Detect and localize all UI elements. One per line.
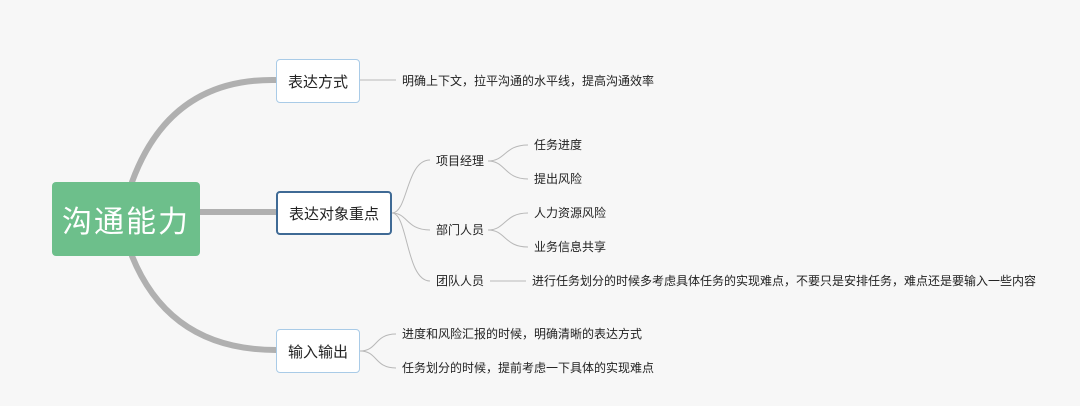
branch-label: 表达方式 bbox=[287, 72, 348, 91]
branch-label: 表达对象重点 bbox=[288, 204, 379, 223]
central-topic-label: 沟通能力 bbox=[62, 205, 190, 240]
connector-g2-item1 bbox=[487, 212, 529, 231]
subtopic-note[interactable]: 明确上下文，拉平沟通的水平线，提高沟通效率 bbox=[402, 74, 655, 88]
subtopic-project-manager[interactable]: 项目经理 bbox=[436, 154, 485, 168]
branch-topic-expression-method[interactable]: 表达方式 bbox=[276, 59, 360, 103]
main-connector-top bbox=[129, 76, 279, 185]
subtopic-team-members[interactable]: 团队人员 bbox=[436, 274, 485, 288]
connector-g1-item1 bbox=[487, 144, 529, 162]
leaf-item[interactable]: 进度和风险汇报的时候，明确清晰的表达方式 bbox=[402, 327, 643, 341]
leaf-item[interactable]: 业务信息共享 bbox=[534, 240, 607, 254]
connector-b3-item1 bbox=[359, 333, 397, 352]
connector-b2-group3 bbox=[391, 212, 431, 282]
branch-label: 输入输出 bbox=[287, 342, 348, 361]
leaf-item[interactable]: 任务进度 bbox=[534, 138, 583, 152]
connector-b2-group1 bbox=[391, 159, 431, 214]
leaf-note[interactable]: 进行任务划分的时候多考虑具体任务的实现难点，不要只是安排任务，难点还是要输入一些… bbox=[532, 274, 1037, 288]
leaf-item[interactable]: 人力资源风险 bbox=[534, 206, 607, 220]
branch-topic-audience-focus[interactable]: 表达对象重点 bbox=[276, 191, 392, 235]
connector-b2-group2 bbox=[391, 212, 431, 231]
leaf-item[interactable]: 任务划分的时候，提前考虑一下具体的实现难点 bbox=[402, 361, 655, 375]
connector-g1-item2 bbox=[487, 160, 529, 180]
branch-topic-input-output[interactable]: 输入输出 bbox=[276, 329, 360, 373]
leaf-item[interactable]: 提出风险 bbox=[534, 172, 583, 186]
central-topic[interactable]: 沟通能力 bbox=[52, 182, 200, 256]
connector-b3-item2 bbox=[359, 350, 397, 369]
connector-g2-item2 bbox=[487, 229, 529, 248]
main-connector-bottom bbox=[129, 253, 279, 353]
subtopic-department-staff[interactable]: 部门人员 bbox=[436, 223, 485, 237]
